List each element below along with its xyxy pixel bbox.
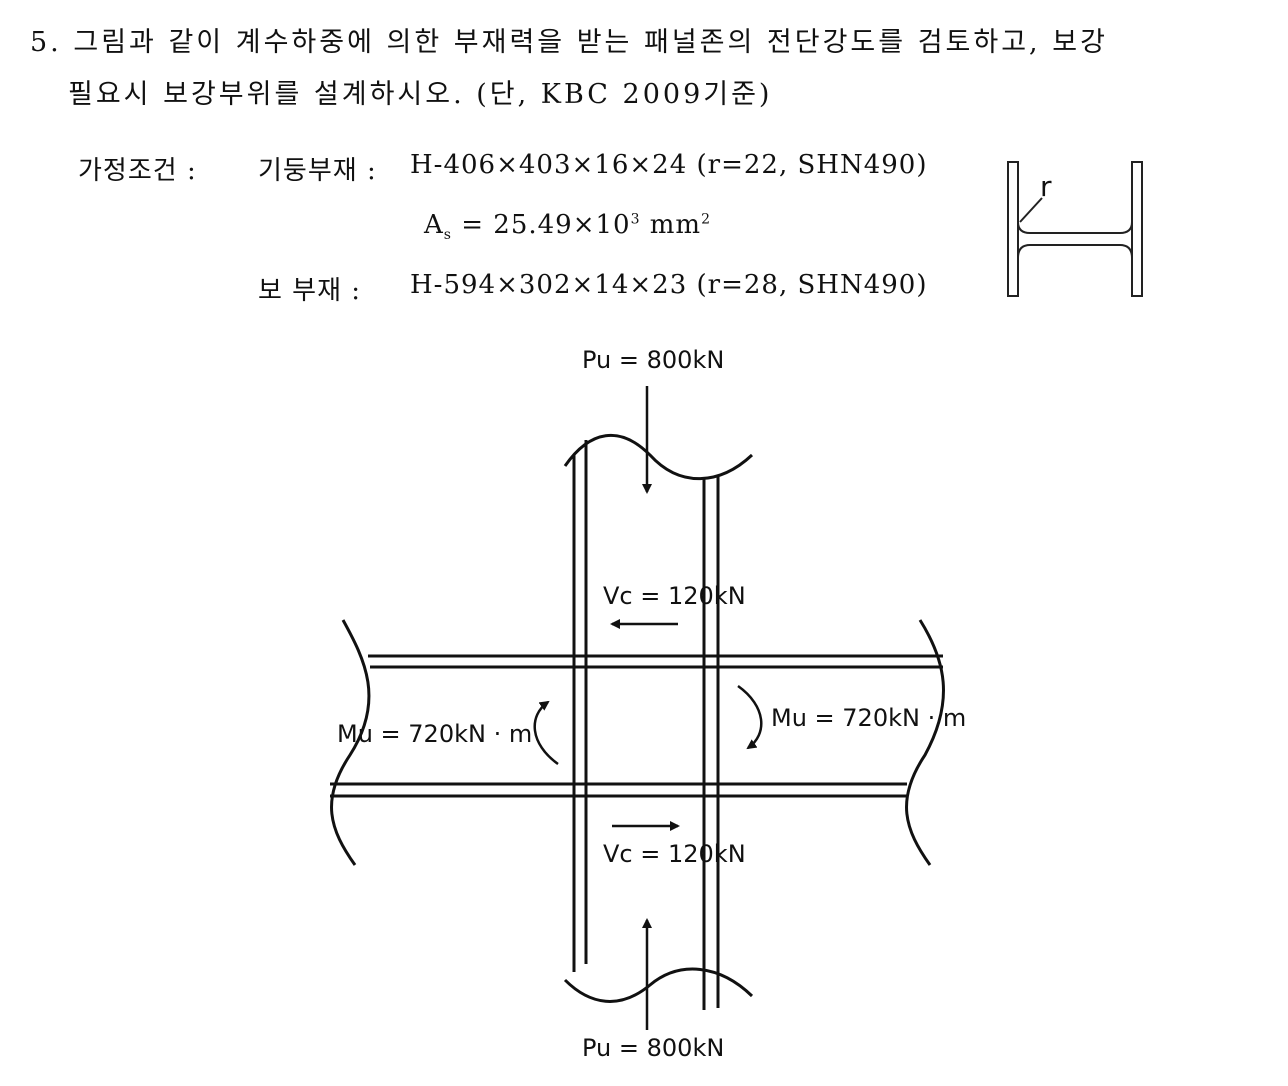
radius-label: r bbox=[1040, 170, 1052, 203]
pu-bottom-label: Pu = 800kN bbox=[582, 1034, 725, 1062]
as-formula: As = 25.49×103 mm2 bbox=[424, 210, 712, 244]
column-label: 기둥부재 : bbox=[258, 156, 377, 186]
question-line-1: 5. 그림과 같이 계수하중에 의한 부재력을 받는 패널존의 전단강도를 검토… bbox=[30, 20, 1108, 59]
pu-top-label: Pu = 800kN bbox=[582, 346, 725, 374]
h-section-left-flange bbox=[1007, 161, 1019, 297]
h-section-right-flange bbox=[1131, 161, 1143, 297]
radius-leader bbox=[1019, 197, 1043, 223]
column-bottom-break bbox=[563, 967, 754, 1003]
h-section-web-bottom bbox=[1018, 235, 1132, 246]
column-spec: H-406×403×16×24 (r=22, SHN490) bbox=[410, 150, 928, 180]
vc-bottom-label: Vc = 120kN bbox=[603, 840, 746, 868]
beam-spec: H-594×302×14×23 (r=28, SHN490) bbox=[410, 270, 928, 300]
beam-right-break bbox=[905, 619, 945, 866]
mu-right-label: Mu = 720kN · m bbox=[771, 704, 967, 732]
mu-right-arc bbox=[737, 684, 763, 750]
h-section-web-bottom-line bbox=[1017, 244, 1133, 259]
mu-left-arc bbox=[533, 700, 559, 766]
h-section-web-top bbox=[1017, 221, 1133, 234]
beam-label: 보 부재 : bbox=[258, 276, 362, 306]
question-number: 5. bbox=[30, 27, 62, 58]
mu-left-label: Mu = 720kN · m bbox=[337, 720, 533, 748]
vc-top-label: Vc = 120kN bbox=[603, 582, 746, 610]
question-text-1: 그림과 같이 계수하중에 의한 부재력을 받는 패널존의 전단강도를 검토하고,… bbox=[73, 27, 1108, 58]
question-line-2: 필요시 보강부위를 설계하시오. (단, KBC 2009기준) bbox=[68, 79, 773, 110]
column-top-break bbox=[563, 433, 754, 481]
conditions-title: 가정조건 : bbox=[78, 156, 197, 186]
